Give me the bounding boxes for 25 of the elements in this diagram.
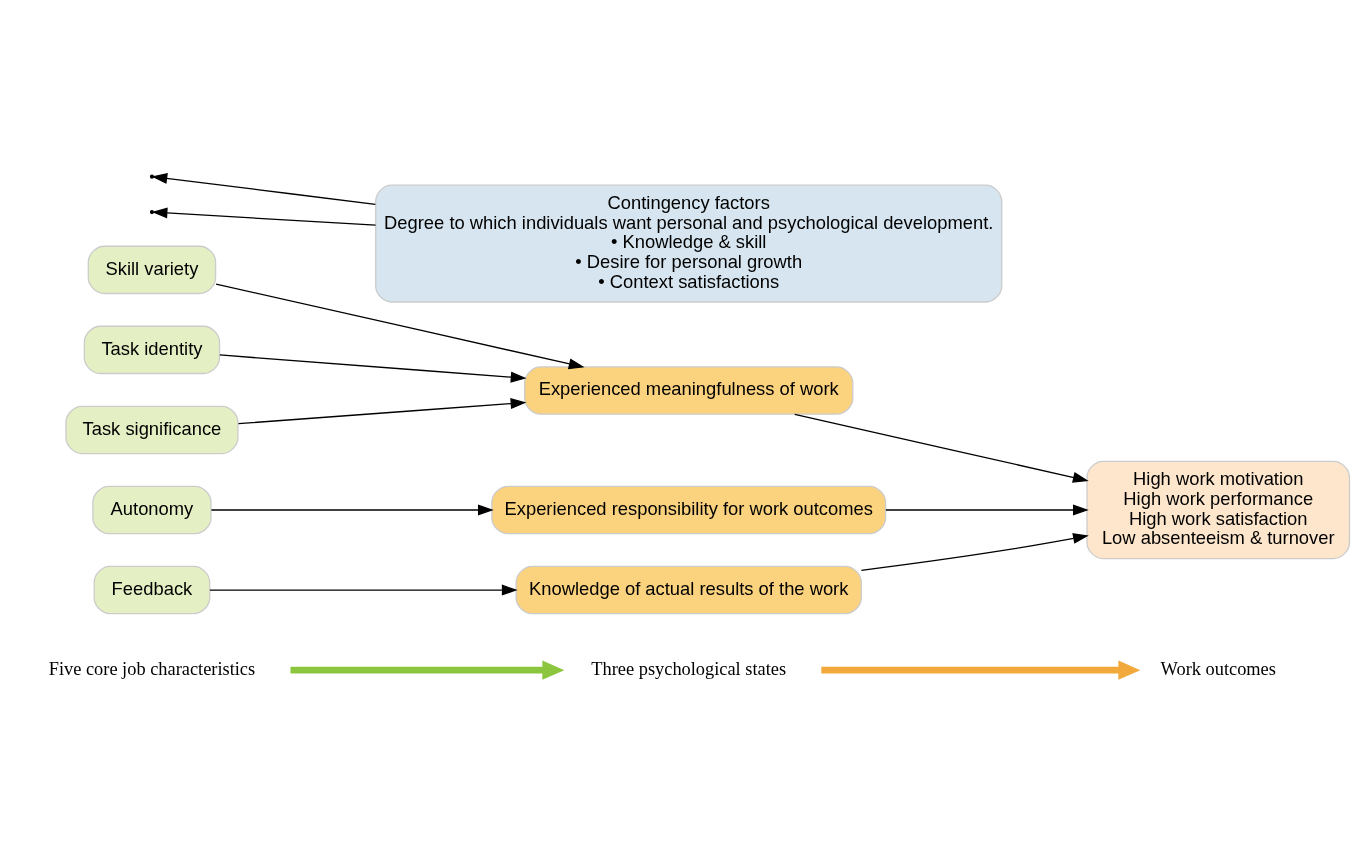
node-box: Autonomy — [92, 485, 212, 534]
node-box: Task significance — [65, 405, 239, 454]
arrow — [794, 413, 1089, 483]
node-box: Experienced responsibility for work outcomes — [491, 485, 887, 534]
arrow — [151, 206, 377, 226]
node-box: Feedback — [93, 565, 211, 614]
node-box: High work motivation High work performance High work satisfaction Low absenteeism & turnover — [1086, 460, 1351, 559]
arrow — [821, 660, 1141, 680]
arrow — [215, 282, 585, 369]
node-box: Knowledge of actual results of the work — [515, 565, 862, 614]
arrow — [219, 353, 527, 383]
node-box: Experienced meaningfulness of work — [524, 365, 854, 415]
node-box: Skill variety — [87, 245, 217, 294]
arrow — [210, 504, 494, 516]
arrow — [151, 172, 376, 205]
arrow — [860, 532, 1089, 571]
arrow — [290, 660, 565, 680]
node-text: Three psychological states — [591, 658, 787, 679]
arrow — [237, 397, 527, 424]
node-box: Task identity — [83, 325, 221, 374]
node-box: Contingency factors Degree to which individuals want personal and psychological development. • Knowledge & skill • Desire for personal growth • Context satisfactions — [375, 184, 1003, 303]
node-text: Work outcomes — [1160, 658, 1276, 679]
arrow — [209, 584, 518, 596]
arrow — [885, 504, 1089, 516]
node-text: Five core job characteristics — [48, 658, 256, 679]
